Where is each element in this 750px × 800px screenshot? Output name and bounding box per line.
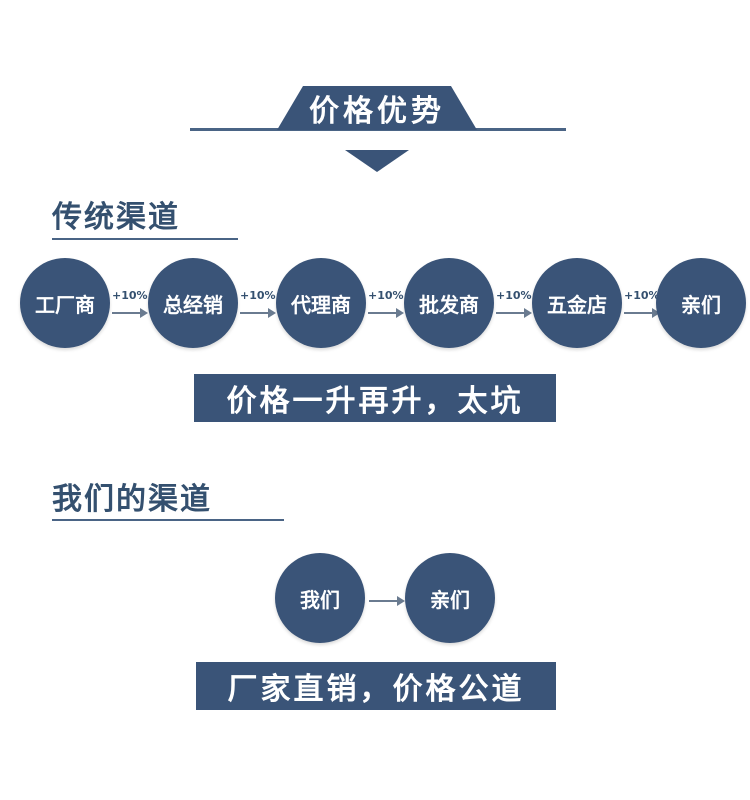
node-factory: 工厂商: [20, 258, 110, 348]
traditional-underline: [52, 238, 238, 240]
markup-label-4: +10%: [496, 289, 532, 302]
node-hardware-store: 五金店: [532, 258, 622, 348]
node-wholesaler: 批发商: [404, 258, 494, 348]
node-agent: 代理商: [276, 258, 366, 348]
traditional-slogan: 价格一升再升，太坑: [194, 374, 556, 422]
node-customer-direct: 亲们: [405, 553, 495, 643]
ours-heading: 我们的渠道: [52, 482, 212, 517]
markup-label-5: +10%: [624, 289, 660, 302]
traditional-heading: 传统渠道: [52, 200, 180, 235]
arrow-2: [240, 306, 276, 320]
markup-label-1: +10%: [112, 289, 148, 302]
arrow-direct: [369, 594, 405, 608]
ours-underline: [52, 519, 284, 521]
arrow-1: [112, 306, 148, 320]
arrow-4: [496, 306, 532, 320]
down-triangle-icon: [345, 150, 409, 172]
node-us: 我们: [275, 553, 365, 643]
banner: 价格优势: [0, 0, 750, 180]
markup-label-2: +10%: [240, 289, 276, 302]
node-distributor: 总经销: [148, 258, 238, 348]
node-customer: 亲们: [656, 258, 746, 348]
arrow-3: [368, 306, 404, 320]
ours-slogan: 厂家直销，价格公道: [196, 662, 556, 710]
banner-tab: 价格优势: [277, 86, 477, 130]
markup-label-3: +10%: [368, 289, 404, 302]
banner-title: 价格优势: [309, 94, 445, 129]
arrow-5: [624, 306, 660, 320]
